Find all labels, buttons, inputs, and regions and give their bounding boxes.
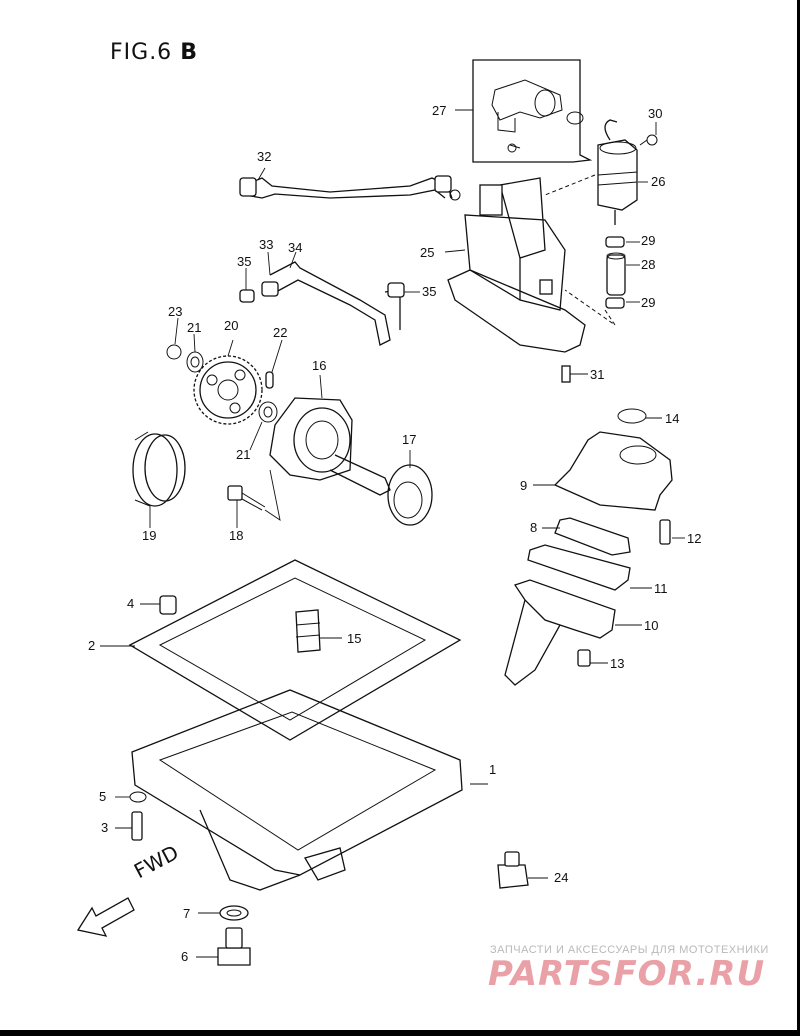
part-8-gasket	[554, 517, 631, 556]
callout-22: 22	[273, 325, 288, 340]
frame-right-edge	[797, 0, 800, 1036]
part-13-bolt	[577, 649, 591, 667]
callout-4: 4	[127, 596, 135, 611]
callout-8: 8	[530, 520, 538, 535]
callout-17: 17	[402, 432, 417, 447]
figure-title-suffix: B	[180, 40, 198, 65]
figure-title-prefix: FIG.6	[110, 40, 173, 65]
part-34-hose	[269, 261, 401, 346]
callout-2: 2	[88, 638, 96, 653]
part-18-bolt	[227, 469, 281, 521]
callout-27: 27	[432, 103, 447, 118]
callout-33: 33	[259, 237, 274, 252]
part-26-fuel-filter	[544, 119, 638, 225]
part-6-drain-plug	[217, 927, 251, 966]
callout-9: 9	[520, 478, 528, 493]
watermark-logo: PARTSFOR.RU	[488, 954, 766, 994]
part-14-o-ring	[617, 408, 647, 424]
part-27-sensor-assembly	[472, 59, 593, 163]
callout-35-left: 35	[237, 254, 252, 269]
part-21-washer-upper	[186, 351, 204, 373]
callout-16: 16	[312, 358, 327, 373]
part-33-hose-joint	[261, 281, 279, 297]
callout-23: 23	[168, 304, 183, 319]
part-15-oil-pressure-switch	[295, 609, 321, 653]
part-17-gasket	[387, 464, 433, 526]
part-32-wire-harness	[239, 175, 461, 201]
part-5-washer	[129, 791, 147, 803]
part-7-gasket-washer	[219, 905, 249, 921]
forward-arrow-icon	[76, 897, 135, 937]
callout-20: 20	[224, 318, 239, 333]
callout-21-lower: 21	[236, 447, 251, 462]
part-25-pump-housing	[447, 177, 586, 353]
watermark-tagline: ЗАПЧАСТИ И АКСЕССУАРЫ ДЛЯ МОТОТЕХНИКИ	[490, 944, 769, 956]
part-11-gasket	[527, 544, 631, 591]
callout-18: 18	[229, 528, 244, 543]
part-10-oil-strainer	[504, 579, 616, 686]
part-24-plug	[497, 851, 529, 889]
part-3-bolt	[131, 811, 143, 841]
part-22-pin	[265, 371, 274, 389]
part-23-circlip	[166, 344, 182, 360]
part-9-strainer-cover	[553, 431, 673, 511]
callout-6: 6	[181, 949, 189, 964]
frame-bottom-edge	[0, 1030, 800, 1036]
part-35-clip-right	[387, 282, 405, 298]
part-29-hose-clamp-upper	[605, 236, 625, 248]
part-21-washer-lower	[258, 401, 278, 423]
part-20-oil-pump-gear	[193, 355, 263, 425]
part-4-dowel-pin	[159, 595, 177, 615]
part-31-bolt	[561, 365, 571, 383]
callout-26: 26	[651, 174, 666, 189]
callout-15: 15	[347, 631, 362, 646]
part-19-drive-gear	[132, 431, 186, 507]
part-28-fuel-hose	[606, 252, 626, 296]
callout-34: 34	[288, 240, 303, 255]
part-1-oil-pan	[131, 689, 463, 891]
callout-13: 13	[610, 656, 625, 671]
part-35-clip-left	[239, 289, 255, 303]
callout-21-upper: 21	[187, 320, 202, 335]
figure-title: FIG.6 B	[110, 40, 198, 65]
callout-29-lower: 29	[641, 295, 656, 310]
callout-24: 24	[554, 870, 569, 885]
callout-25: 25	[420, 245, 435, 260]
callout-30: 30	[648, 106, 663, 121]
callout-32: 32	[257, 149, 272, 164]
callout-10: 10	[644, 618, 659, 633]
callout-1: 1	[489, 762, 497, 777]
part-29-hose-clamp-lower	[605, 297, 625, 309]
part-12-bolt	[659, 519, 671, 545]
part-16-oil-pump	[269, 397, 391, 496]
part-2-oil-pan-gasket	[128, 559, 462, 741]
callout-12: 12	[687, 531, 702, 546]
callout-11: 11	[654, 581, 668, 596]
callout-35-right: 35	[422, 284, 437, 299]
leader-lines	[100, 109, 685, 958]
callout-7: 7	[183, 906, 191, 921]
callout-19: 19	[142, 528, 157, 543]
callout-29-upper: 29	[641, 233, 656, 248]
callout-14: 14	[665, 411, 680, 426]
callout-28: 28	[641, 257, 656, 272]
callout-3: 3	[101, 820, 109, 835]
callout-31: 31	[590, 367, 605, 382]
callout-5: 5	[99, 789, 107, 804]
part-30-screw	[639, 134, 658, 146]
